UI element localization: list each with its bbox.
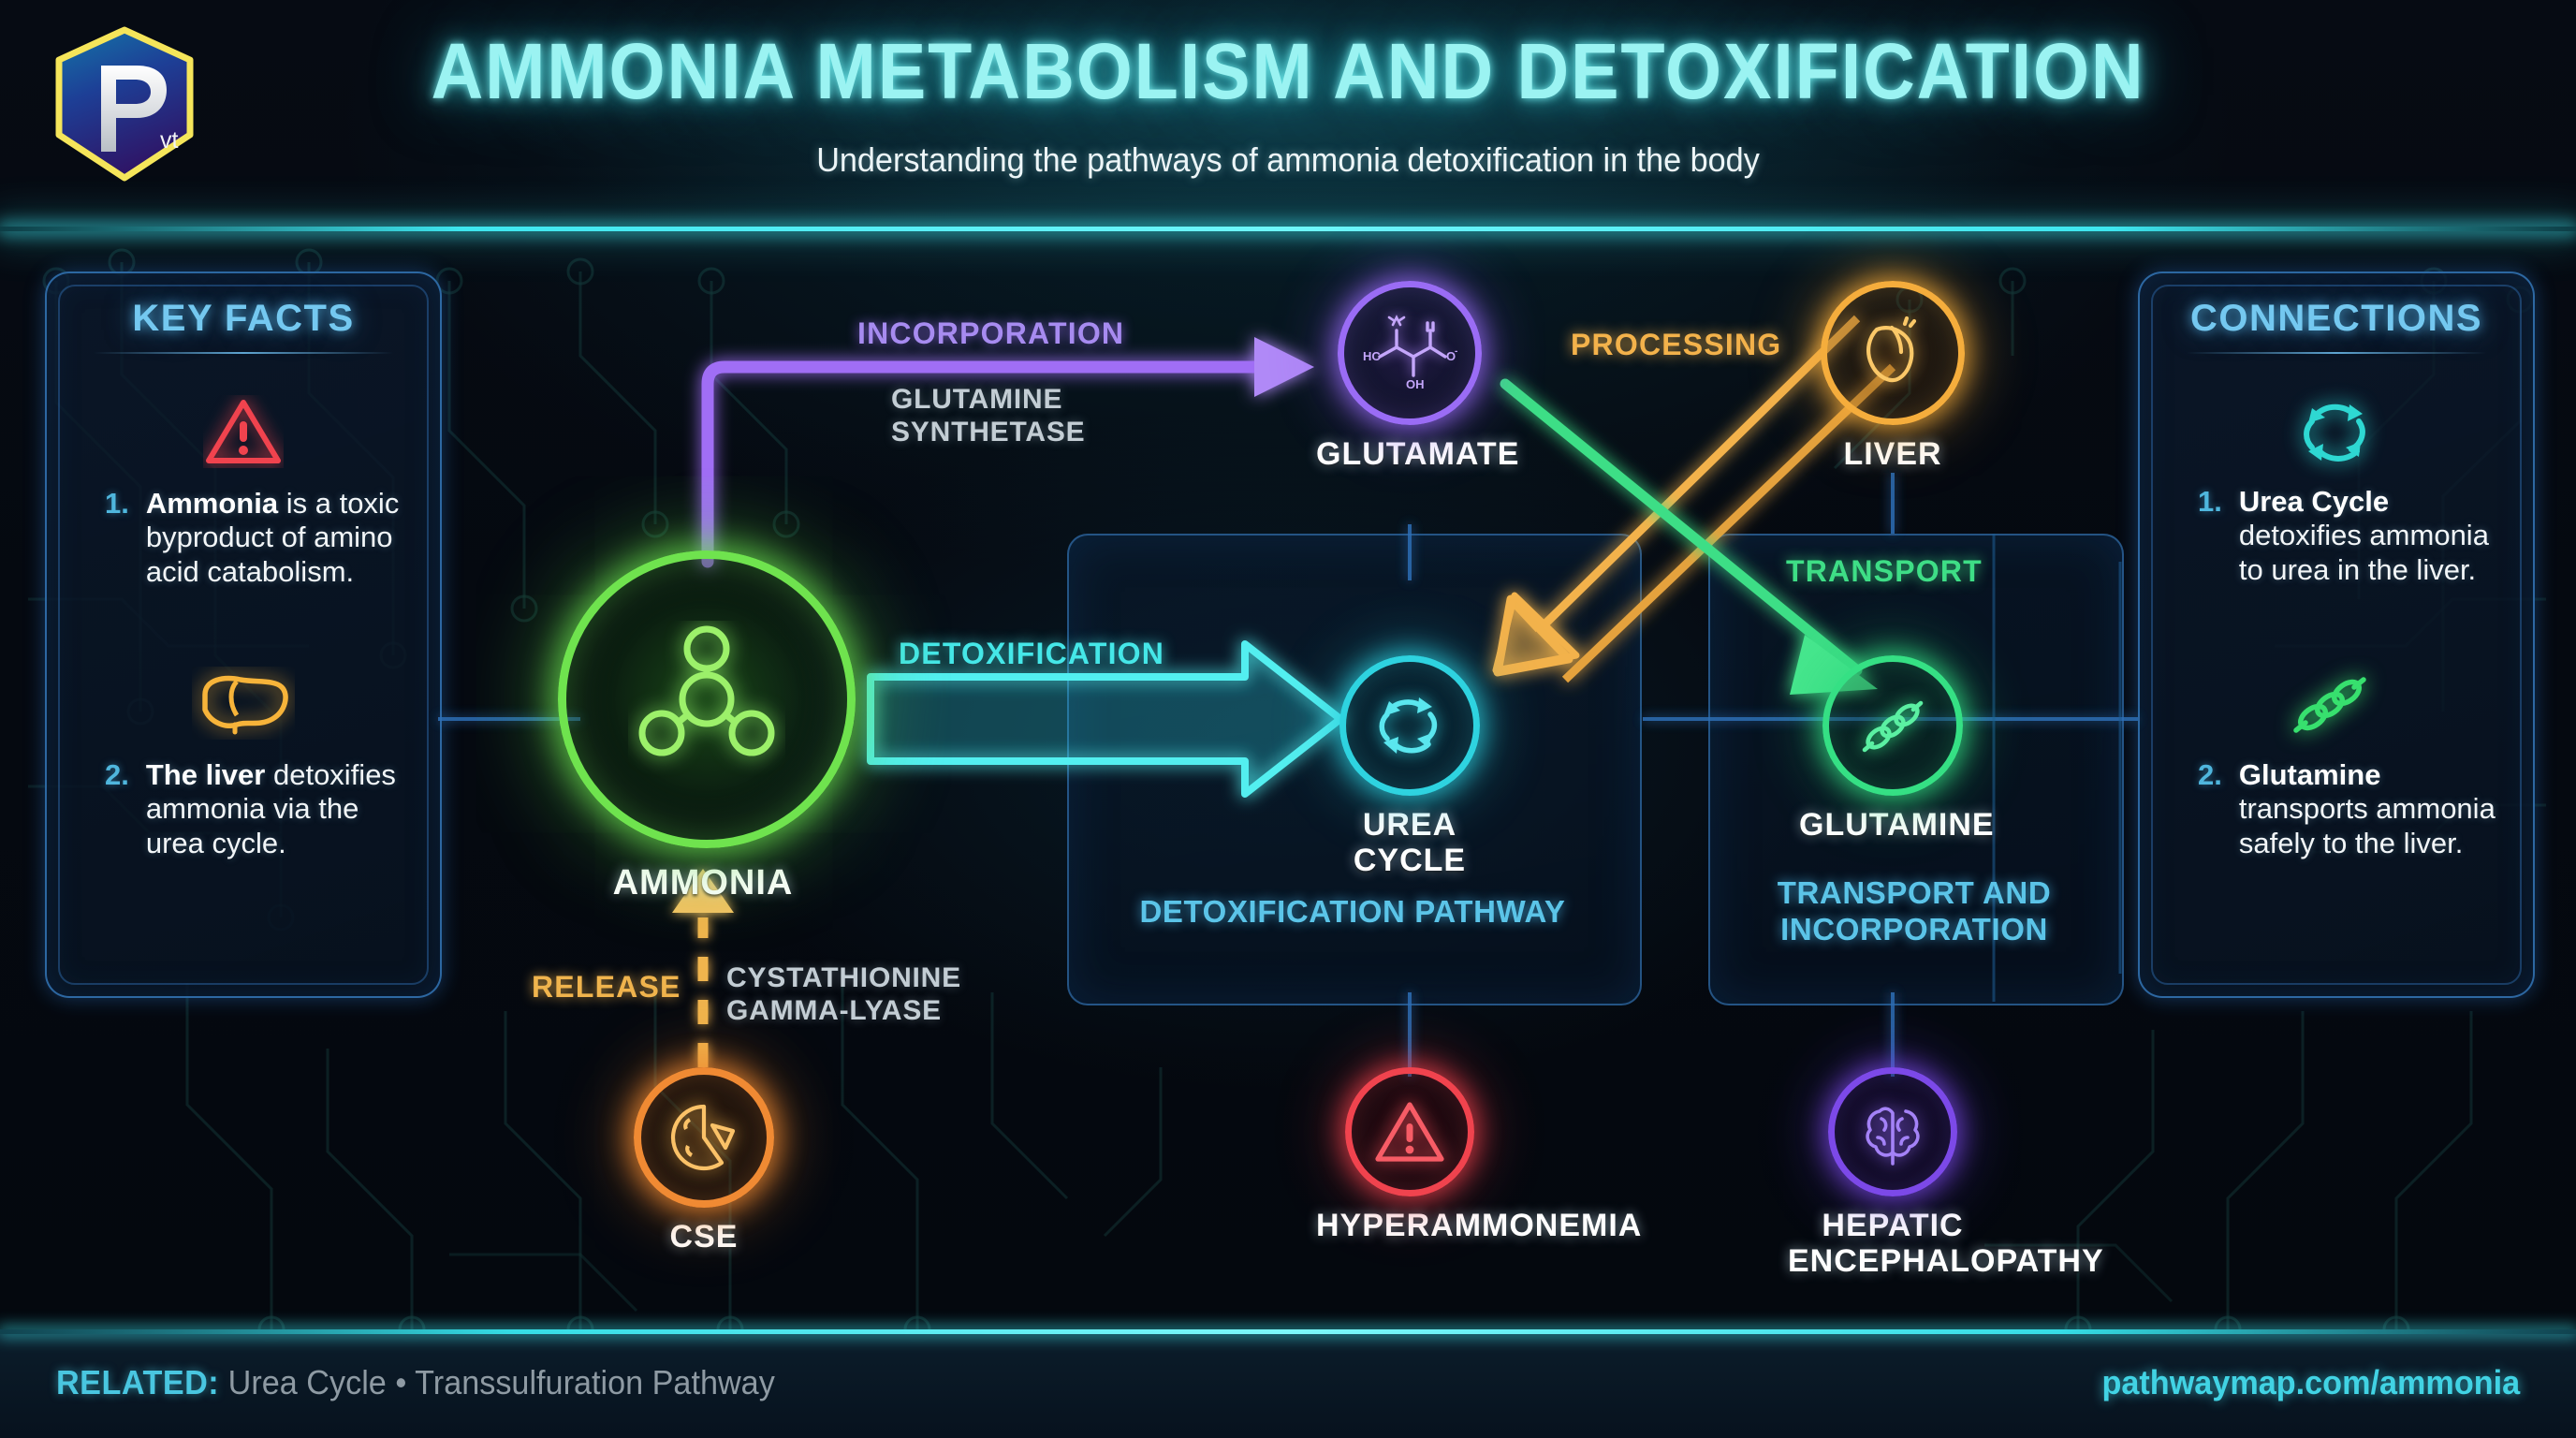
footer-related-items: Urea Cycle • Transsulfuration Pathway	[227, 1363, 775, 1401]
hepatic-encephalopathy-ring[interactable]	[1828, 1067, 1957, 1196]
panel-divider	[94, 352, 393, 354]
enzyme-label-glutamine-synthetase: GLUTAMINE SYNTHETASE	[891, 384, 1085, 448]
key-facts-title: KEY FACTS	[132, 298, 355, 339]
chain-link-icon	[2164, 667, 2509, 753]
connection-1-number: 1.	[2198, 485, 2222, 518]
warning-triangle-icon	[71, 395, 416, 481]
cycle-arrows-icon	[1379, 697, 1438, 754]
footer-divider	[0, 1329, 2576, 1334]
edge-label-detoxification: DETOXIFICATION	[899, 637, 1165, 670]
enzyme-line-1: GLUTAMINE	[891, 384, 1063, 415]
liver-label: LIVER	[1843, 436, 1942, 472]
group-caption-line-1: TRANSPORT AND	[1777, 875, 2052, 910]
node-glutamine[interactable]: GLUTAMINE	[1799, 655, 1995, 843]
enzyme-line-2: SYNTHETASE	[891, 416, 1086, 448]
liver-icon	[71, 667, 416, 753]
node-hepatic-encephalopathy[interactable]: HEPATIC ENCEPHALOPATHY	[1788, 1067, 2104, 1280]
node-hyperammonemia[interactable]: HYPERAMMONEMIA	[1316, 1067, 1643, 1243]
svg-text:HC: HC	[1363, 349, 1381, 363]
liver-ring[interactable]	[1821, 281, 1965, 425]
hyperammonemia-ring[interactable]	[1345, 1067, 1474, 1196]
key-fact-2-rest: detoxifies ammonia via the urea cycle.	[145, 758, 396, 859]
key-fact-1-rest: is a toxic byproduct of amino acid catab…	[145, 487, 400, 588]
key-fact-2-number: 2.	[105, 758, 129, 791]
footer-url[interactable]: pathwaymap.com/ammonia	[2101, 1363, 2520, 1401]
svg-text:-: -	[1455, 346, 1457, 357]
key-fact-2: 2. The liver detoxifies ammonia via the …	[71, 667, 416, 860]
page-title: AMMONIA METABOLISM AND DETOXIFICATION	[431, 27, 2145, 115]
logo-badge-text: vt	[160, 127, 179, 154]
connection-1-bold: Urea Cycle	[2238, 485, 2390, 518]
connection-1: 1. Urea Cycle detoxifies ammonia to urea…	[2164, 393, 2509, 587]
enzyme-line-1: CYSTATHIONINE	[726, 962, 961, 993]
warning-triangle-icon	[1375, 1102, 1444, 1162]
node-ammonia[interactable]: AMMONIA	[558, 550, 856, 903]
key-fact-1-text: Ammonia is a toxic byproduct of amino ac…	[146, 487, 416, 589]
edge-label-release: RELEASE	[532, 970, 681, 1004]
connection-2: 2. Glutamine transports ammonia safely t…	[2164, 667, 2509, 860]
edge-label-processing: PROCESSING	[1571, 328, 1782, 361]
glutamate-ring[interactable]: HC O - OH	[1338, 281, 1482, 425]
header-glow	[0, 0, 2576, 230]
connection-1-rest: detoxifies ammonia to urea in the liver.	[2238, 519, 2489, 586]
enzyme-pie-icon	[670, 1104, 736, 1171]
glutamine-label: GLUTAMINE	[1799, 807, 1995, 843]
panel-inner-border	[58, 285, 429, 985]
molecule-icon	[638, 625, 775, 756]
hepatic-encephalopathy-line-1: HEPATIC	[1822, 1208, 1964, 1243]
header-divider	[0, 227, 2576, 231]
key-facts-panel: KEY FACTS 1. Ammonia is a toxic byproduc…	[45, 271, 442, 998]
hyperammonemia-label: HYPERAMMONEMIA	[1316, 1208, 1643, 1243]
panel-inner-border	[2151, 285, 2522, 985]
connections-title: CONNECTIONS	[2189, 298, 2483, 339]
key-fact-1-number: 1.	[105, 487, 129, 520]
node-cse[interactable]: CSE	[610, 1067, 798, 1255]
footer: RELATED: Urea Cycle • Transsulfuration P…	[0, 1329, 2576, 1438]
urea-cycle-ring[interactable]	[1339, 655, 1480, 796]
connection-1-text: Urea Cycle detoxifies ammonia to urea in…	[2239, 485, 2509, 587]
brand-logo[interactable]: vt	[36, 21, 213, 189]
brain-icon	[1866, 1107, 1920, 1166]
connections-panel: CONNECTIONS	[2138, 271, 2535, 998]
liver-organ-icon	[1866, 315, 1917, 383]
page-subtitle: Understanding the pathways of ammonia de…	[816, 140, 1760, 179]
hepatic-encephalopathy-label: HEPATIC ENCEPHALOPATHY	[1788, 1208, 2104, 1280]
node-liver[interactable]: LIVER	[1799, 281, 1986, 472]
connection-2-bold: Glutamine	[2238, 758, 2381, 791]
hepatic-encephalopathy-line-2: ENCEPHALOPATHY	[1788, 1243, 2104, 1280]
edge-label-transport: TRANSPORT	[1786, 554, 1983, 588]
ammonia-label: AMMONIA	[612, 863, 794, 902]
key-fact-2-bold: The liver	[145, 758, 266, 791]
cse-ring[interactable]	[634, 1067, 774, 1208]
node-glutamate[interactable]: HC O - OH GLUTAMATE	[1316, 281, 1520, 472]
glutamate-label: GLUTAMATE	[1316, 436, 1520, 472]
footer-related-label: RELATED:	[56, 1363, 220, 1401]
connection-2-text: Glutamine transports ammonia safely to t…	[2239, 758, 2509, 860]
chain-link-icon	[1862, 700, 1924, 753]
ammonia-ring[interactable]	[558, 550, 856, 848]
node-urea-cycle[interactable]: UREA CYCLE	[1316, 655, 1503, 878]
edge-label-incorporation: INCORPORATION	[857, 316, 1125, 350]
key-fact-1: 1. Ammonia is a toxic byproduct of amino…	[71, 395, 416, 589]
connection-2-number: 2.	[2198, 758, 2222, 791]
cse-label: CSE	[669, 1219, 739, 1255]
key-fact-1-bold: Ammonia	[145, 487, 279, 520]
footer-related: RELATED: Urea Cycle • Transsulfuration P…	[56, 1363, 775, 1402]
group-caption-line-2: INCORPORATION	[1780, 911, 2048, 946]
panel-divider	[2187, 352, 2486, 354]
cycle-arrows-icon	[2164, 393, 2509, 479]
enzyme-label-cystathionine-gamma-lyase: CYSTATHIONINE GAMMA-LYASE	[726, 962, 961, 1027]
glutamate-structure-icon: HC O - OH	[1363, 315, 1457, 391]
svg-text:OH: OH	[1406, 377, 1425, 391]
header: vt AMMONIA METABOLISM AND DETOXIFICATION…	[0, 0, 2576, 231]
enzyme-line-2: GAMMA-LYASE	[726, 994, 942, 1026]
urea-cycle-label: UREA CYCLE	[1353, 807, 1467, 879]
group-caption-detoxification: DETOXIFICATION PATHWAY	[1139, 894, 1566, 929]
key-fact-2-text: The liver detoxifies ammonia via the ure…	[146, 758, 416, 860]
svg-text:O: O	[1446, 349, 1456, 363]
connection-2-rest: transports ammonia safely to the liver.	[2238, 792, 2496, 859]
glutamine-ring[interactable]	[1822, 655, 1963, 796]
group-caption-transport: TRANSPORT AND INCORPORATION	[1708, 875, 2120, 948]
